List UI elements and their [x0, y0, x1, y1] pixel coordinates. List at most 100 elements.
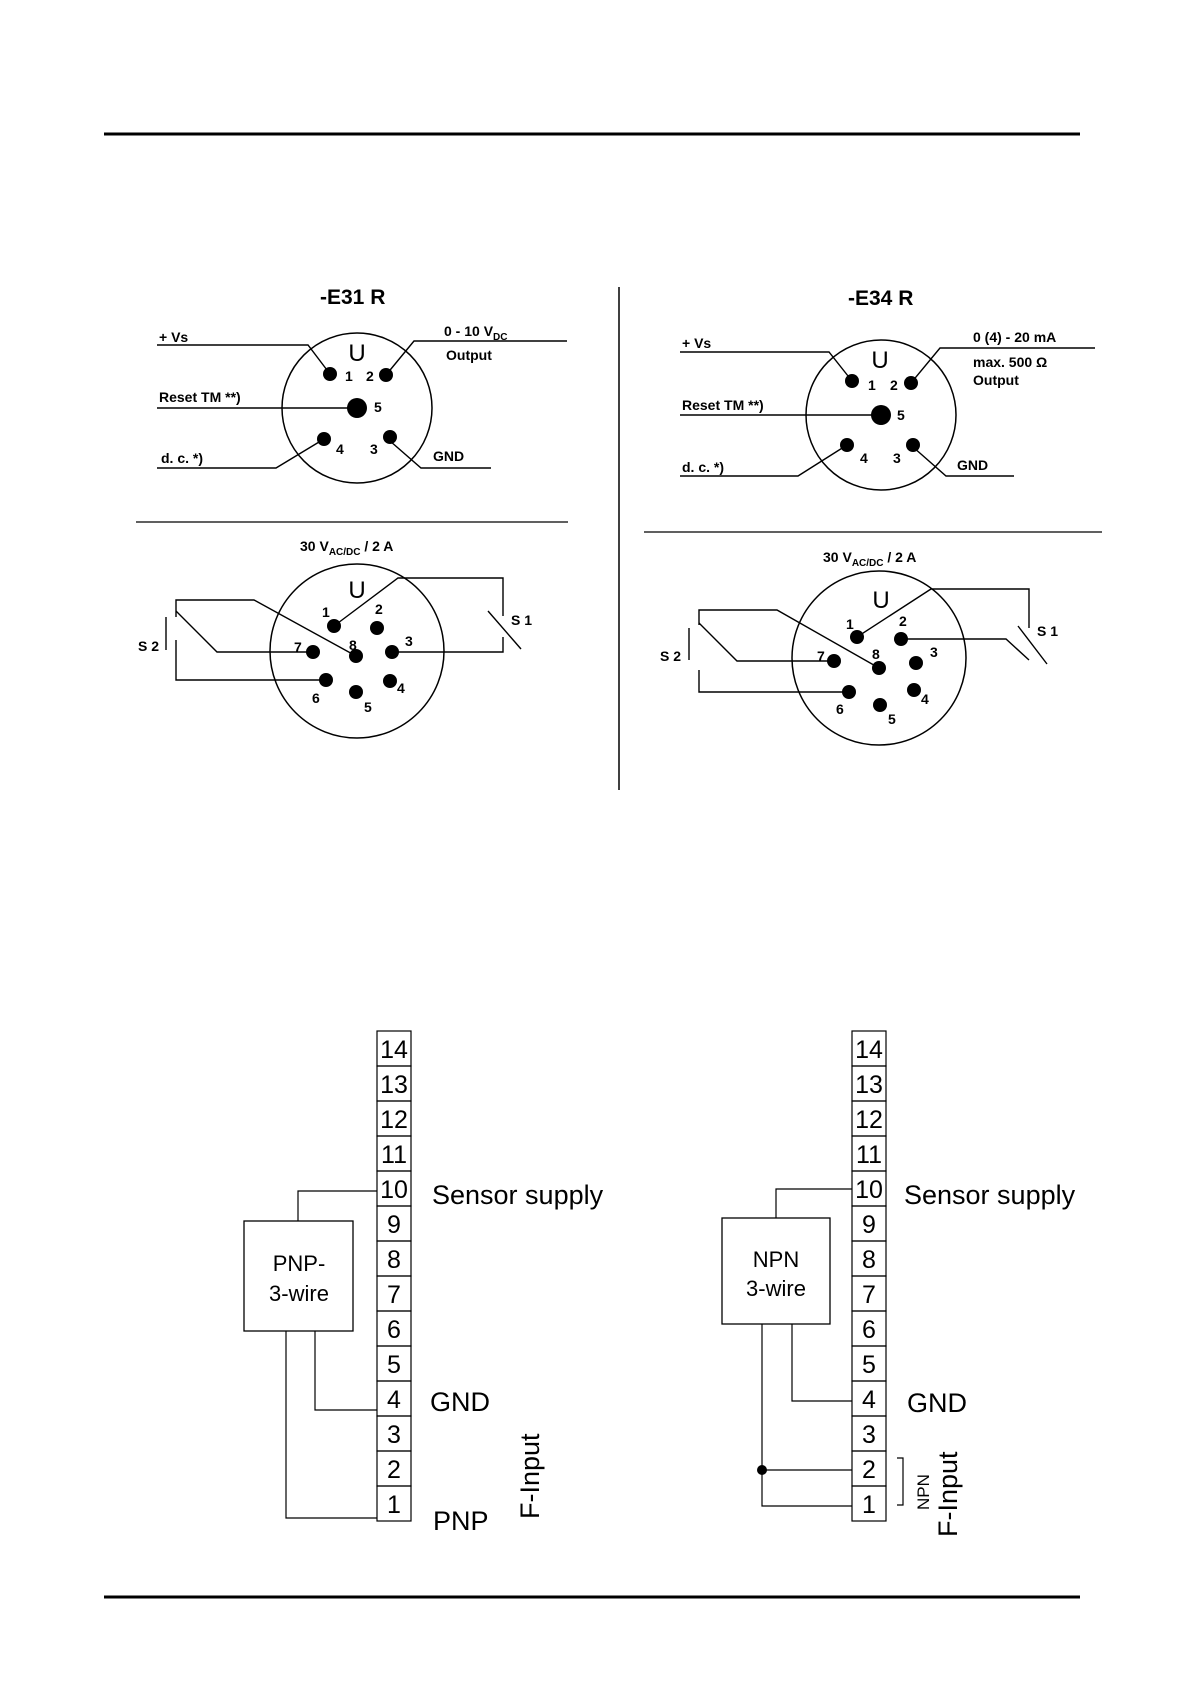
e31-pin-label-1: 1: [345, 368, 353, 384]
e31-pin-1: [323, 367, 337, 381]
e31-relay-connector-outline: [269, 563, 445, 739]
npn-terminal-label-3: 3: [862, 1421, 876, 1449]
e31-relay-notch: U: [348, 577, 365, 604]
e31-pin-3: [383, 430, 397, 444]
e34-connector-5pin: -E34 R U 1 2 3 4 5 + Vs 0 (4) - 20 mA ma…: [680, 287, 1095, 491]
e31-pin-label-3: 3: [370, 441, 378, 457]
npn-bracket: [897, 1457, 904, 1506]
npn-sensor-line2: 3-wire: [746, 1276, 806, 1301]
npn-junction-dot: [757, 1465, 767, 1475]
e34-relay-pin-label-8: 8: [872, 646, 880, 662]
npn-terminal-label-12: 12: [855, 1106, 883, 1134]
e31-output-wire: [385, 340, 567, 376]
e34-relay-pin-7: [827, 654, 841, 668]
e34-s2-switch: [698, 622, 834, 662]
e34-pin-2: [904, 376, 918, 390]
e34-relay-pin-5: [873, 698, 887, 712]
e34-relay-pin-1: [850, 630, 864, 644]
e31-relay-pin-4: [383, 674, 397, 688]
e34-s1-switch: [1017, 625, 1048, 665]
e31-s2-wire-nc: [175, 640, 326, 681]
e34-relay-pin-label-6: 6: [836, 701, 844, 717]
pnp-sensor-line1: PNP-: [273, 1251, 326, 1276]
e34-relay-pin-4: [907, 683, 921, 697]
e34-title: -E34 R: [848, 287, 913, 310]
e31-s1-switch: [487, 610, 522, 650]
pnp-terminal-label-10: 10: [380, 1176, 408, 1204]
npn-npn-label: NPN: [914, 1474, 933, 1510]
e34-relay-pin-label-2: 2: [899, 613, 907, 629]
e31-pin-4: [317, 432, 331, 446]
e31-vs-label: + Vs: [159, 329, 188, 345]
e31-dc-wire: [157, 438, 325, 469]
pnp-terminal-label-12: 12: [380, 1106, 408, 1134]
pnp-terminal-label-6: 6: [387, 1316, 401, 1344]
npn-terminal-label-4: 4: [862, 1386, 876, 1414]
e34-relay-pin-8: [872, 661, 886, 675]
e34-pin-4: [840, 438, 854, 452]
e34-relay-pin-6: [842, 685, 856, 699]
e31-relay-pin-label-7: 7: [294, 639, 302, 655]
npn-terminal-label-14: 14: [855, 1036, 883, 1064]
e31-s1-label: S 1: [511, 612, 532, 628]
e31-output-range: 0 - 10 VDC: [444, 323, 507, 343]
pnp-terminal-label-8: 8: [387, 1246, 401, 1274]
pnp-sensor-supply-label: Sensor supply: [432, 1180, 604, 1210]
e31-dc-label: d. c. *): [161, 450, 203, 466]
e34-pin-label-1: 1: [868, 377, 876, 393]
e34-gnd-label: GND: [957, 457, 988, 473]
npn-signal-wire: [761, 1324, 852, 1507]
e31-vs-wire: [157, 344, 331, 375]
e34-s1-label: S 1: [1037, 623, 1058, 639]
npn-gnd-label: GND: [907, 1388, 967, 1418]
pnp-terminal-label-2: 2: [387, 1456, 401, 1484]
npn-f-input-label: F-Input: [933, 1451, 963, 1537]
pnp-gnd-label: GND: [430, 1387, 490, 1417]
pnp-terminal-label-1: 1: [387, 1491, 401, 1519]
e34-relay-pin-label-7: 7: [817, 648, 825, 664]
e31-gnd-wire: [389, 440, 491, 469]
e34-dc-wire: [680, 444, 848, 477]
e34-vs-label: + Vs: [682, 335, 711, 351]
e31-connector-5pin: -E31 R U 1 2 3 4 5 + Vs 0 - 10 VDC Outpu…: [157, 286, 567, 484]
e31-relay-pin-6: [319, 673, 333, 687]
e34-s2-wire-nc: [698, 670, 849, 693]
e34-pin-5: [871, 405, 891, 425]
e34-relay-pin-label-1: 1: [846, 616, 854, 632]
e31-relay-pin-3: [385, 645, 399, 659]
e34-pin-label-2: 2: [890, 377, 898, 393]
e31-relay-pin-label-5: 5: [364, 699, 372, 715]
e34-relay-pin-label-4: 4: [921, 691, 929, 707]
npn-terminal-1: [851, 1485, 887, 1522]
npn-terminal-label-11: 11: [856, 1141, 882, 1169]
npn-terminal-label-1: 1: [862, 1491, 876, 1519]
pnp-terminal-label-3: 3: [387, 1421, 401, 1449]
e34-reset-label: Reset TM **): [682, 397, 764, 413]
e34-max-load: max. 500 Ω: [973, 354, 1047, 370]
e31-relay-pin-2: [370, 621, 384, 635]
e34-relay-pin-2: [894, 632, 908, 646]
npn-terminal-label-9: 9: [862, 1211, 876, 1239]
e31-relay-pin-label-6: 6: [312, 690, 320, 706]
pnp-pnp-label: PNP: [433, 1506, 489, 1536]
e34-notch: U: [871, 347, 888, 374]
e31-pin-label-4: 4: [336, 441, 344, 457]
e34-s1-wire-b: [901, 638, 1030, 661]
npn-gnd-wire: [791, 1324, 852, 1402]
e31-relay-rating: 30 VAC/DC / 2 A: [300, 538, 393, 558]
e34-output-range: 0 (4) - 20 mA: [973, 329, 1056, 345]
e31-s1-wire-b: [392, 637, 504, 653]
e34-output-label: Output: [973, 372, 1019, 388]
e31-relay-pin-label-2: 2: [375, 601, 383, 617]
e34-s2-wire-common: [698, 609, 880, 669]
e34-relay-notch: U: [872, 587, 889, 614]
e31-connector-8pin: 30 VAC/DC / 2 A U 1 2 3 4 5 6 7 8 S 1 S …: [138, 538, 532, 739]
pnp-sensor-line2: 3-wire: [269, 1281, 329, 1306]
pnp-terminal-1: [376, 1485, 412, 1522]
e31-relay-pin-1: [327, 619, 341, 633]
e34-relay-connector-outline: [791, 570, 967, 746]
pnp-terminal-label-9: 9: [387, 1211, 401, 1239]
